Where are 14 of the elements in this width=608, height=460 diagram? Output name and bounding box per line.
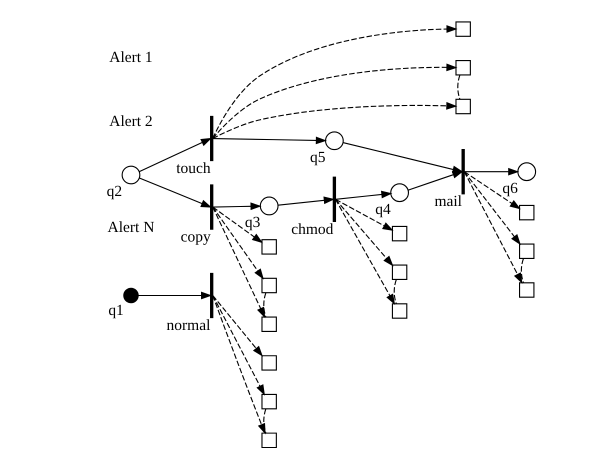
node-label: q2 [106,183,122,200]
node-label: q6 [502,180,518,197]
node-label: chmod [291,220,334,238]
node-label: q5 [310,148,326,166]
node-label: touch [176,160,211,178]
node-label: q4 [375,200,391,218]
node-label: mail [434,193,462,210]
label: Alert 2 [109,113,153,130]
node-label: copy [180,228,211,246]
label: Alert N [108,219,154,236]
node-label: q3 [244,214,260,232]
label: Alert 1 [109,48,153,66]
node-label: q1 [108,302,124,320]
node-label: normal [166,316,210,334]
